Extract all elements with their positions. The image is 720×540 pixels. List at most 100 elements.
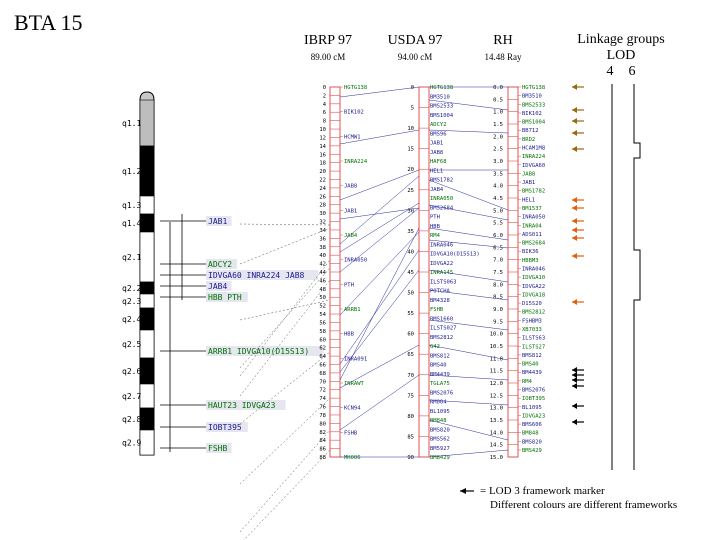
- ibrp-map: 0246810121416182022242628303234363840424…: [319, 85, 367, 461]
- tick-label: 68: [319, 371, 326, 377]
- arrow-head: [572, 383, 577, 389]
- marker-label: HEL1: [430, 168, 443, 174]
- marker-label: IOBT395: [522, 396, 545, 402]
- connector-lines: [239, 86, 509, 540]
- rh-map: 0.00.51.01.52.02.53.03.54.04.55.05.56.06…: [490, 85, 546, 461]
- marker-label: JAB8: [430, 150, 443, 156]
- marker-label: HGTG138: [522, 85, 545, 91]
- marker-label: BMS2812: [522, 310, 545, 316]
- tick-label: 86: [319, 447, 326, 453]
- arrow-head: [572, 253, 577, 259]
- marker-label: BMS606: [522, 422, 542, 428]
- marker-label: G42: [430, 344, 440, 350]
- usda-rh-link: [428, 344, 509, 361]
- tick-label: 60: [319, 337, 326, 343]
- marker-label: BMS1782: [430, 178, 453, 184]
- chromosome-band: [139, 231, 155, 283]
- ideogram-connector: [239, 259, 331, 377]
- tick-label: 72: [319, 388, 326, 394]
- tick-label: 6: [323, 110, 326, 116]
- tick-label: 4: [323, 102, 327, 108]
- tick-label: 20: [319, 169, 326, 175]
- marker-label: HGTG138: [344, 85, 367, 91]
- legend-framework: = LOD 3 framework marker: [480, 485, 605, 497]
- tick-label: 7.5: [493, 270, 503, 276]
- band-label: q1.2: [122, 167, 141, 176]
- marker-label: INRA224: [522, 154, 546, 160]
- tick-label: 54: [319, 312, 326, 318]
- tick-label: 3.0: [493, 159, 503, 165]
- marker-label: HBB: [430, 224, 441, 230]
- arrow-head: [572, 107, 577, 113]
- marker-label: INRA224: [344, 159, 368, 165]
- tick-label: 56: [319, 320, 326, 326]
- tick-label: 50: [407, 291, 414, 297]
- tick-label: 50: [319, 295, 326, 301]
- marker-label: BMS2533: [430, 104, 453, 110]
- arrow-head: [572, 205, 577, 211]
- usda-length: 94.00 cM: [397, 52, 433, 62]
- marker-label: INRA050: [430, 196, 453, 202]
- marker-label: BMS2076: [430, 390, 453, 396]
- marker-label: INRA145: [430, 270, 453, 276]
- chromosome-band: [139, 307, 155, 331]
- marker-label: BM848: [430, 418, 447, 424]
- arrow-head: [572, 84, 577, 90]
- chromosome-title: BTA 15: [14, 10, 83, 35]
- marker-label: ILSTS63: [522, 336, 545, 342]
- usda-rh-link: [428, 239, 509, 249]
- marker-label: BM3510: [430, 94, 450, 100]
- tick-label: 20: [407, 167, 414, 173]
- tick-label: 70: [319, 379, 326, 385]
- arrow-head: [572, 235, 577, 241]
- marker-label: HGTG138: [430, 85, 453, 91]
- lod-4-label: 4: [606, 64, 614, 79]
- usda-rh-link: [428, 99, 509, 111]
- marker-label: IDVGA10(D15S13): [430, 252, 480, 258]
- tick-label: 25: [407, 188, 414, 194]
- gene-label: FSHB: [208, 444, 227, 453]
- linkage-header: Linkage groups: [577, 32, 665, 47]
- tick-label: 40: [319, 253, 326, 259]
- marker-label: RM4: [522, 379, 533, 385]
- arrow-head: [572, 118, 577, 124]
- marker-label: INRA04: [522, 223, 543, 229]
- marker-label: RM004: [430, 400, 447, 406]
- tick-label: 4.5: [493, 196, 503, 202]
- marker-label: BIK102: [522, 111, 542, 117]
- usda-rh-link: [428, 269, 509, 283]
- gene-label-bg: [206, 270, 318, 280]
- ibrp-header: IBRP 97: [303, 33, 353, 48]
- tick-label: 80: [319, 421, 326, 427]
- ibrp-usda-link: [339, 249, 420, 365]
- usda-map: 051015202530354045505560657075808590HGTG…: [407, 85, 479, 461]
- legend-colours: Different colours are different framewor…: [490, 499, 678, 511]
- arrow-head: [572, 299, 577, 305]
- tick-label: 5.5: [493, 221, 503, 227]
- chromosome-band: [139, 213, 155, 233]
- tick-label: 42: [319, 262, 326, 268]
- marker-label: KCN94: [344, 406, 361, 412]
- tick-label: 9.5: [493, 319, 503, 325]
- lod-groups: [611, 84, 641, 470]
- ibrp-usda-link: [339, 129, 420, 145]
- arrow-head: [572, 146, 577, 152]
- marker-label: BMS1660: [430, 316, 453, 322]
- tick-label: 14.5: [490, 443, 503, 449]
- gene-label-bg: [206, 259, 237, 269]
- ideogram-connector: [239, 267, 331, 369]
- usda-rh-link: [428, 419, 509, 441]
- band-label: q2.3: [122, 297, 141, 306]
- marker-label: INRAWT: [344, 381, 365, 387]
- band-label: q1.3: [122, 201, 141, 210]
- tick-label: 85: [407, 434, 414, 440]
- tick-label: 11.0: [490, 356, 503, 362]
- ibrp-usda-link: [339, 175, 420, 245]
- tick-label: 36: [319, 236, 326, 242]
- tick-label: 13.0: [490, 406, 503, 412]
- marker-label: INRA050: [344, 258, 367, 264]
- tick-label: 74: [319, 396, 326, 402]
- tick-label: 0: [323, 85, 326, 91]
- marker-label: FSHB: [344, 430, 358, 436]
